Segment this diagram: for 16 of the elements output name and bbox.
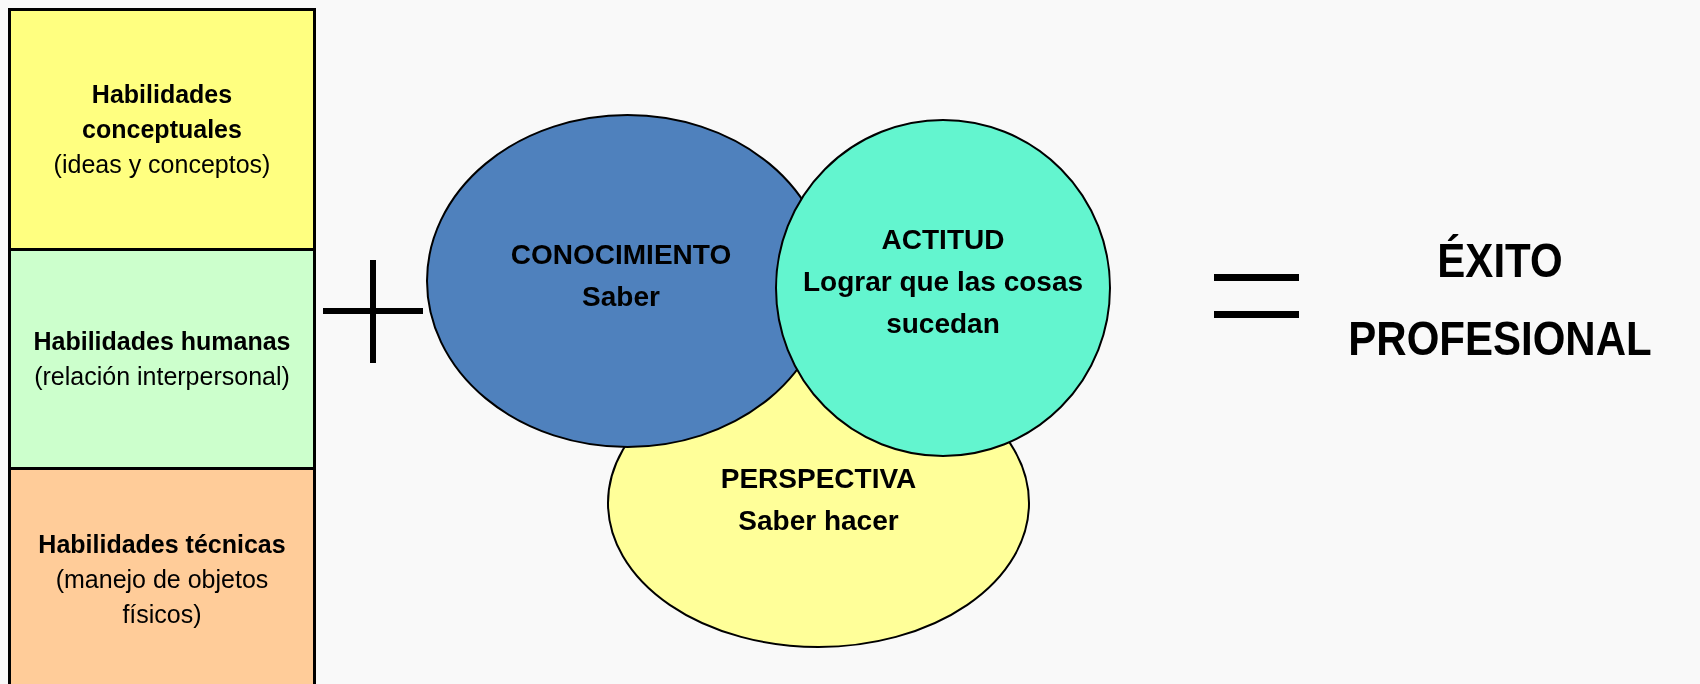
subtitle-text: Saber: [581, 280, 661, 314]
subtitle-text: Saber hacer: [737, 504, 900, 538]
category-box: [8, 248, 316, 470]
description-text: (ideas y conceptos): [53, 149, 271, 180]
description-text: (manejo de objetos físicos): [54, 564, 270, 630]
result-text: ÉXITO PROFESIONAL: [1347, 232, 1653, 368]
heading-text: Habilidades humanas: [33, 326, 291, 357]
subtitle-text: Lograr que las cosas sucedan: [801, 265, 1085, 341]
title-text: CONOCIMIENTO: [509, 238, 733, 272]
heading-text: Habilidades conceptuales: [81, 79, 243, 145]
description-text: (relación interpersonal): [34, 361, 290, 392]
title-text: ACTITUD: [880, 223, 1006, 257]
category-box: [8, 8, 316, 251]
heading-text: Habilidades técnicas: [38, 529, 286, 560]
category-box: [8, 467, 316, 684]
title-text: PERSPECTIVA: [719, 462, 918, 496]
